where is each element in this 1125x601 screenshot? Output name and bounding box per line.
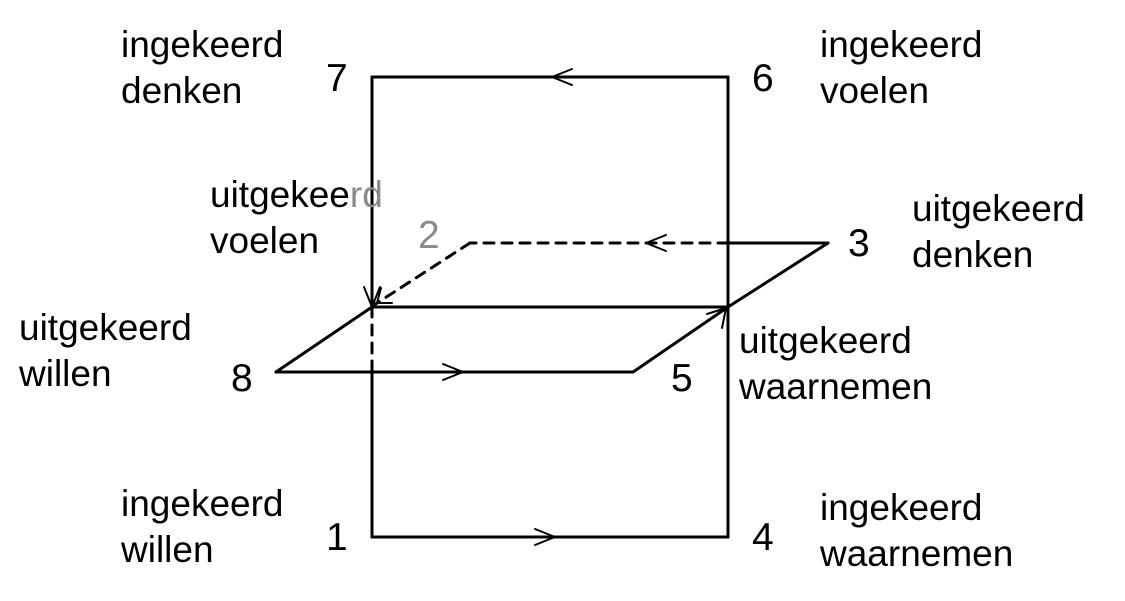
label-line: waarnemen: [739, 366, 933, 407]
node-number-6: 6: [752, 57, 774, 100]
node-number-7: 7: [326, 57, 348, 100]
label-uitgekeerd-voelen: uitgekeerd voelen: [210, 172, 383, 264]
label-line: ingekeerd: [121, 483, 284, 524]
label-ingekeerd-waarnemen: ingekeerd waarnemen: [820, 485, 1013, 577]
arrowhead-7-8: [363, 286, 381, 308]
edge-front-8: [274, 305, 374, 374]
label-line: ingekeerd: [820, 24, 983, 65]
label-ingekeerd-voelen: ingekeerd voelen: [820, 22, 983, 114]
node-number-2: 2: [418, 214, 440, 257]
node-number-5: 5: [671, 357, 693, 400]
label-line: waarnemen: [820, 533, 1014, 574]
label-line: willen: [19, 353, 112, 394]
label-line: voelen: [820, 70, 930, 111]
edge-5-up: [631, 305, 730, 374]
node-number-4: 4: [752, 516, 774, 559]
label-line: denken: [121, 70, 243, 111]
arrowhead-6-7: [551, 68, 573, 86]
label-word-part: uitgekee: [210, 174, 350, 215]
label-uitgekeerd-denken: uitgekeerd denken: [912, 186, 1085, 278]
label-line: willen: [121, 529, 214, 570]
node-number-1: 1: [326, 516, 348, 559]
node-number-8: 8: [231, 357, 253, 400]
label-line: uitgekeerd: [912, 188, 1085, 229]
label-line: ingekeerd: [121, 24, 284, 65]
edge-to-3: [726, 241, 830, 309]
arrowhead-3-2: [645, 234, 667, 252]
label-line: voelen: [210, 220, 320, 261]
label-ingekeerd-denken: ingekeerd denken: [121, 22, 284, 114]
label-uitgekeerd-willen: uitgekeerd willen: [19, 305, 192, 397]
label-word-part-grey: rd: [349, 174, 383, 215]
label-line: uitgekeerd: [739, 320, 912, 361]
label-line: uitgekeerd: [210, 172, 383, 218]
label-ingekeerd-willen: ingekeerd willen: [121, 481, 284, 573]
arrowhead-2-8: [376, 287, 393, 304]
label-line: denken: [912, 234, 1034, 275]
label-uitgekeerd-waarnemen: uitgekeerd waarnemen: [739, 318, 932, 410]
label-line: ingekeerd: [820, 487, 983, 528]
arrowhead-5-up: [706, 307, 727, 329]
arrowhead-8-5: [442, 363, 464, 381]
label-line: uitgekeerd: [19, 307, 192, 348]
node-number-3: 3: [848, 222, 870, 265]
edge-2-front-dashed: [372, 241, 472, 307]
arrowhead-1-4: [534, 528, 556, 546]
